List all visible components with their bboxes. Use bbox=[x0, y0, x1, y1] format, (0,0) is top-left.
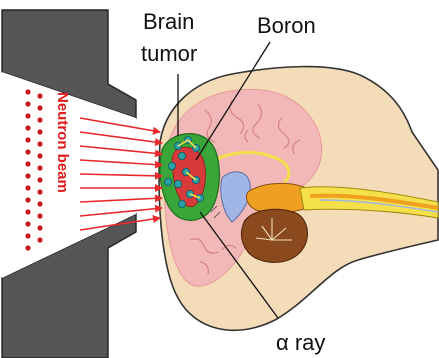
neutron-beam-label: Neutron beam bbox=[54, 92, 71, 193]
cerebellum bbox=[241, 209, 307, 262]
alpha-ray-label: α ray bbox=[276, 330, 325, 355]
brain-tumor-label-line1: Brain bbox=[143, 9, 194, 34]
brain-tumor-label-line2: tumor bbox=[141, 41, 197, 66]
boron-label: Boron bbox=[257, 13, 316, 38]
